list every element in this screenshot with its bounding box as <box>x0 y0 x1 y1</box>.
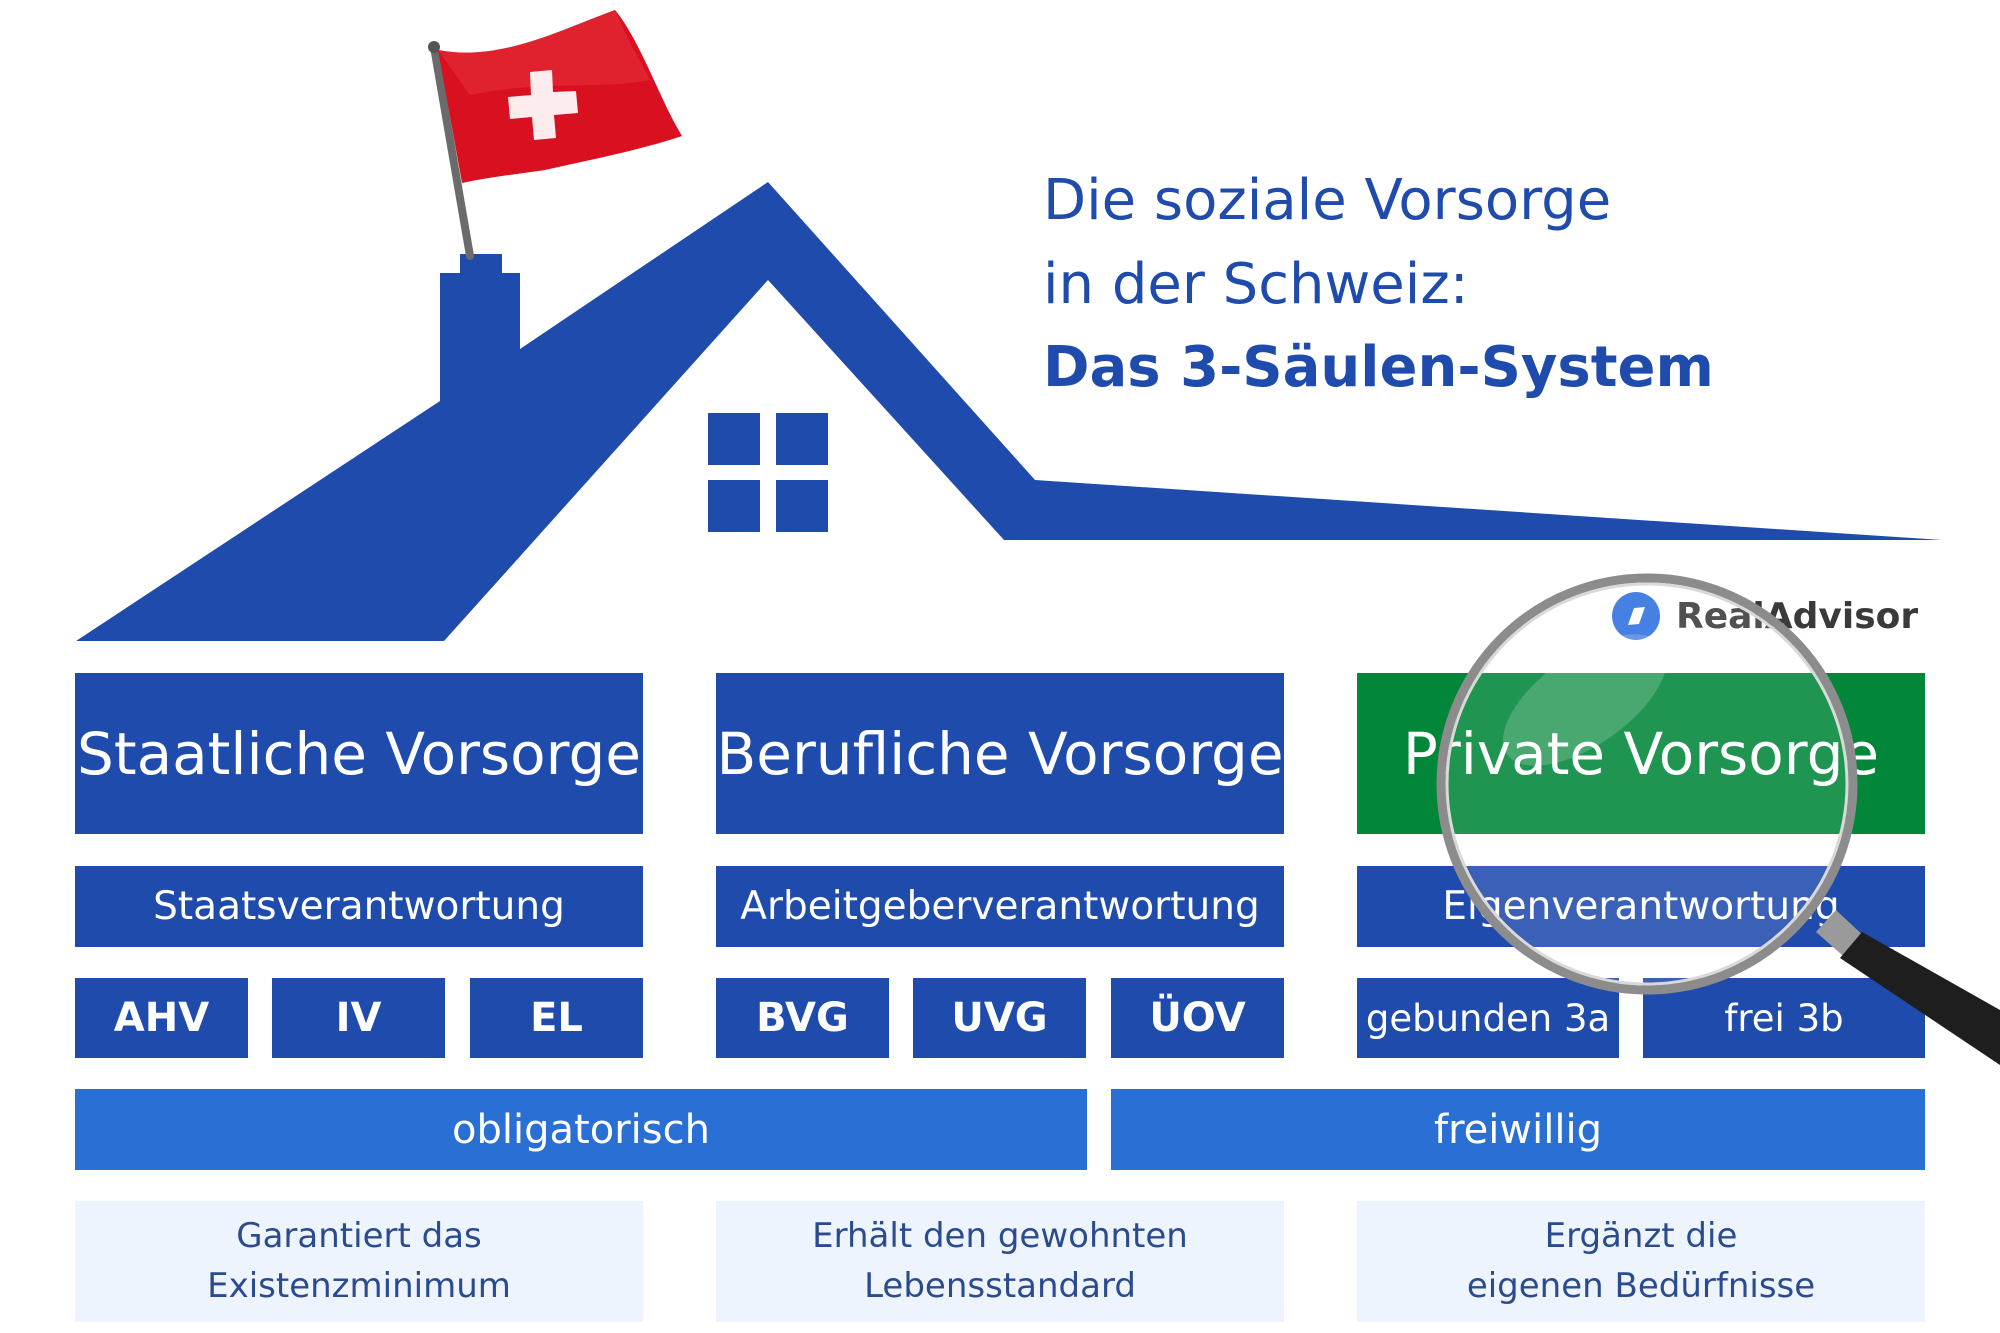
title-line-2: in der Schweiz: <box>1043 252 1469 317</box>
responsibility-arbeitgeber: Arbeitgeberverantwortung <box>716 866 1284 947</box>
description-line: Garantiert das <box>236 1216 482 1257</box>
code-gebunden-3a: gebunden 3a <box>1357 978 1619 1058</box>
description-line: Lebensstandard <box>864 1265 1136 1306</box>
title-line-3: Das 3-Säulen-System <box>1043 335 1714 400</box>
brand: RealAdvisor <box>1610 590 1918 642</box>
description-line: Ergänzt die <box>1544 1216 1738 1257</box>
pillar-staatliche-heading: Staatliche Vorsorge <box>75 673 643 834</box>
code-iv: IV <box>272 978 445 1058</box>
code-frei-3b: frei 3b <box>1643 978 1925 1058</box>
swiss-flag-icon <box>428 10 682 260</box>
window-icon <box>708 413 828 532</box>
code-ahv: AHV <box>75 978 248 1058</box>
description-line: Erhält den gewohnten <box>812 1216 1188 1257</box>
pillar-berufliche-heading: Berufliche Vorsorge <box>716 673 1284 834</box>
house-roof-icon <box>76 182 1942 641</box>
code-uov: ÜOV <box>1111 978 1284 1058</box>
responsibility-staat: Staatsverantwortung <box>75 866 643 947</box>
responsibility-eigen: Eigenverantwortung <box>1357 866 1925 947</box>
description-berufliche: Erhält den gewohnten Lebensstandard <box>716 1201 1284 1322</box>
code-el: EL <box>470 978 643 1058</box>
category-freiwillig: freiwillig <box>1111 1089 1925 1170</box>
code-uvg: UVG <box>913 978 1086 1058</box>
description-private: Ergänzt die eigenen Bedürfnisse <box>1357 1201 1925 1322</box>
description-line: Existenzminimum <box>207 1265 511 1306</box>
description-line: eigenen Bedürfnisse <box>1466 1265 1816 1306</box>
pillar-private-heading: Private Vorsorge <box>1357 673 1925 834</box>
brand-name: RealAdvisor <box>1676 595 1919 637</box>
code-bvg: BVG <box>716 978 889 1058</box>
description-staatliche: Garantiert das Existenzminimum <box>75 1201 643 1322</box>
title-line-1: Die soziale Vorsorge <box>1043 168 1612 233</box>
realadvisor-logo-icon <box>1612 592 1660 640</box>
category-obligatorisch: obligatorisch <box>75 1089 1087 1170</box>
